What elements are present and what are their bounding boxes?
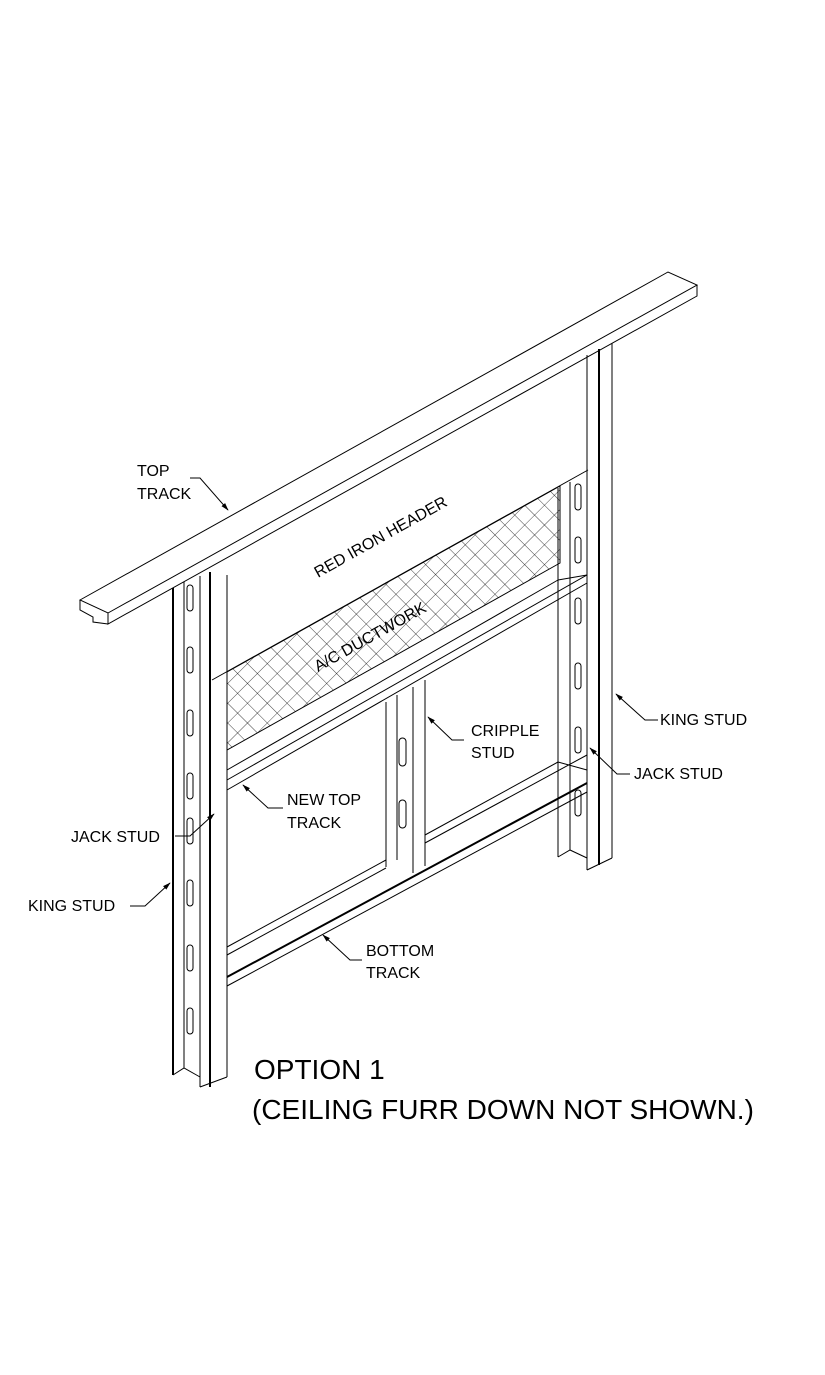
new-top-track [226, 574, 588, 791]
label-jack-stud-right: JACK STUD [634, 766, 723, 783]
leaders [130, 477, 658, 961]
jack-stud-right [557, 472, 588, 870]
label-cripple-stud-2: STUD [471, 745, 515, 762]
label-king-stud-left: KING STUD [28, 898, 115, 915]
label-cripple-stud-1: CRIPPLE [471, 723, 539, 740]
label-top-track-1: TOP [137, 463, 170, 480]
jack-stud-left [186, 572, 228, 1088]
label-new-top-track-2: TRACK [287, 815, 342, 832]
caption-note: (CEILING FURR DOWN NOT SHOWN.) [252, 1094, 754, 1125]
label-new-top-track-1: NEW TOP [287, 792, 361, 809]
label-bottom-track-1: BOTTOM [366, 943, 434, 960]
cripple-stud [385, 680, 426, 873]
bottom-track [226, 754, 588, 987]
label-bottom-track-2: TRACK [366, 965, 421, 982]
label-top-track-2: TRACK [137, 486, 192, 503]
label-king-stud-right: KING STUD [660, 712, 747, 729]
king-stud-left [172, 582, 201, 1078]
label-jack-stud-left: JACK STUD [71, 829, 160, 846]
top-track [78, 271, 699, 625]
caption-title: OPTION 1 [254, 1054, 385, 1085]
king-stud-right [586, 343, 613, 871]
